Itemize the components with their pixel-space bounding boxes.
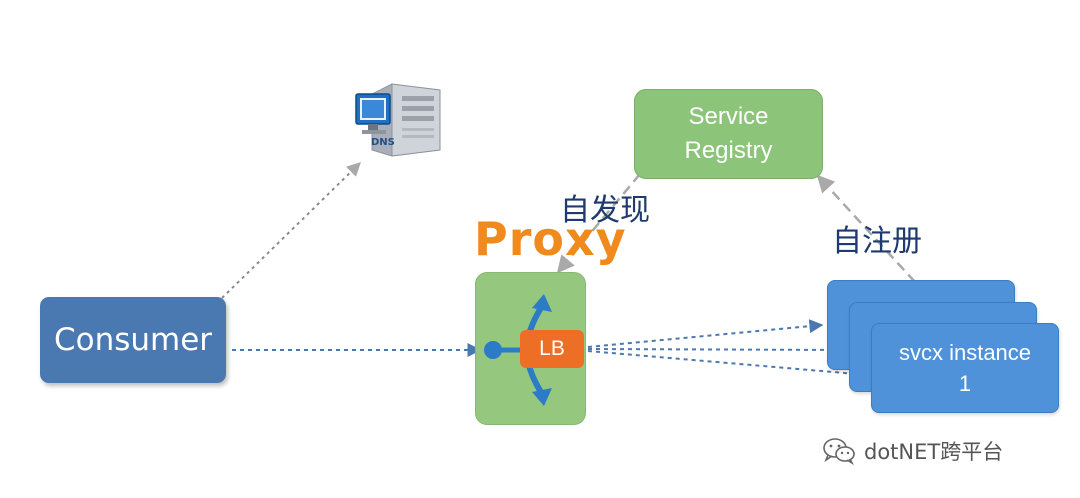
dns-server-icon: DNS: [352, 80, 447, 160]
registry-label-line1: Service: [688, 103, 769, 130]
consumer-dns-arrow: [221, 162, 362, 299]
instance-label-line2: 1: [958, 371, 972, 396]
proxy-title: Proxy: [474, 212, 627, 266]
registry-label-line2: Registry: [684, 137, 773, 164]
discovery-label: 自发现: [560, 193, 650, 228]
watermark-text: dotNET跨平台: [864, 440, 1004, 464]
load-balancer-node: LB: [520, 330, 584, 368]
wechat-icon: [823, 438, 855, 465]
registration-label: 自注册: [832, 224, 922, 259]
service-registry-node: Service Registry: [634, 89, 823, 179]
dns-icon-label: DNS: [371, 137, 395, 148]
lb-instance-arrow-3: [587, 350, 870, 381]
lb-instance-arrow-2: [587, 342, 848, 357]
consumer-label: Consumer: [53, 322, 213, 358]
watermark: dotNET跨平台: [822, 436, 1052, 466]
service-instance-front: svcx instance 1: [871, 323, 1059, 413]
discovery-arrow: [556, 173, 641, 274]
lb-label: LB: [539, 337, 565, 360]
consumer-node: Consumer: [40, 297, 226, 383]
instance-label-line1: svcx instance: [898, 340, 1032, 365]
registration-arrow: [816, 174, 916, 283]
lb-instance-arrow-1: [587, 319, 824, 348]
